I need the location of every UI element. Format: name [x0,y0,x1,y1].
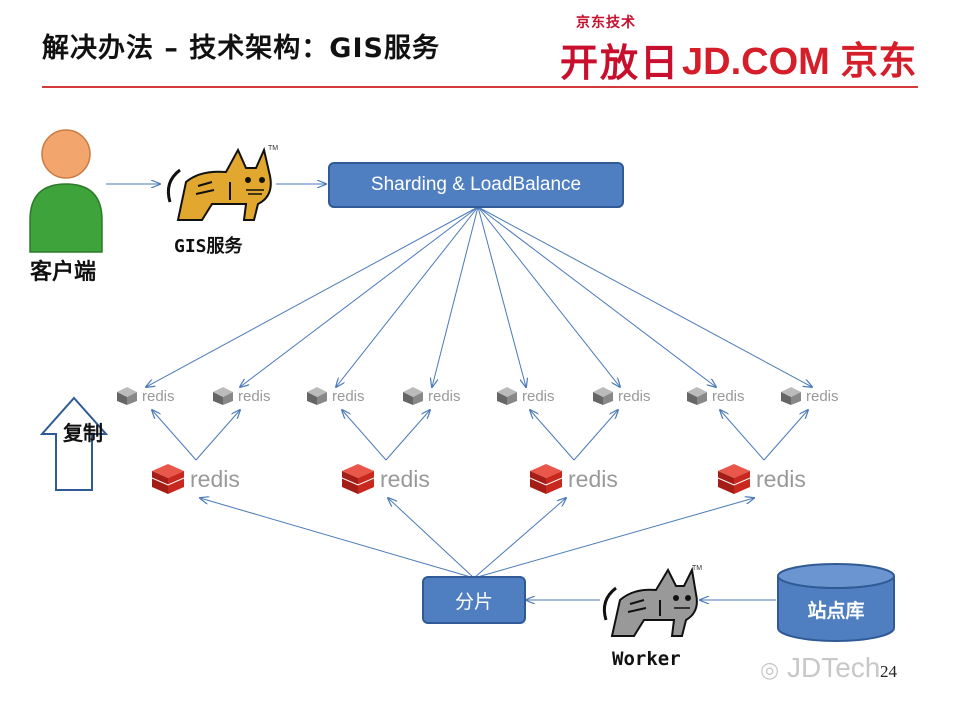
redis-replica-5: redis [496,386,555,406]
worker-tomcat-icon: TM [602,565,702,637]
arrow-lb-to-replica-6 [477,206,620,387]
redis-cube-icon [781,387,801,405]
arrow-shard-to-master-3 [473,498,566,579]
arrow-lb-to-replica-2 [240,206,479,387]
arrow-master4-to-replica-8 [763,410,808,461]
arrow-shard-to-master-2 [388,498,475,579]
redis-cube-icon [403,387,423,405]
arrow-lb-to-replica-7 [477,206,716,387]
redis-cube-icon [497,387,517,405]
client-label: 客户端 [30,260,97,285]
redis-replica-6: redis [592,386,651,406]
site-database-icon [777,563,895,642]
arrow-lb-to-replica-8 [477,206,812,387]
redis-cube-icon [341,464,375,494]
arrow-lb-to-replica-5 [477,206,526,387]
jd-tech-logo-caption: 京东技术 [576,15,636,31]
watermark-text: JDTech [786,652,881,683]
jd-brand-logo: JD.COM 京东 [682,41,917,83]
redis-replica-8: redis [780,386,839,406]
redis-cube-icon [307,387,327,405]
redis-cube-icon [529,464,563,494]
redis-replica-3: redis [306,386,365,406]
client-person-icon [29,129,103,253]
arrow-master4-to-replica-7 [720,410,765,461]
arrow-lb-to-replica-3 [336,206,479,387]
title-divider [42,86,918,88]
redis-replica-7: redis [686,386,745,406]
worker-label: Worker [612,648,681,670]
open-day-logo: 开放日 [560,41,681,85]
redis-cube-icon [593,387,613,405]
arrow-master3-to-replica-6 [573,410,618,461]
wechat-icon: ◎ [760,657,780,682]
redis-replica-1: redis [116,386,175,406]
arrow-lb-to-replica-1 [146,206,479,387]
svg-text:TM: TM [692,565,702,572]
redis-master-2: redis [340,462,430,496]
page-number: 24 [880,662,897,681]
redis-master-3: redis [528,462,618,496]
redis-replica-4: redis [402,386,461,406]
replicate-label: 复制 [63,421,103,445]
site-database-label: 站点库 [807,600,865,622]
jdtech-watermark: ◎ JDTech [760,652,880,684]
arrow-master1-to-replica-2 [195,410,240,461]
arrow-master1-to-replica-1 [152,410,197,461]
svg-text:TM: TM [268,145,278,152]
redis-master-4: redis [716,462,806,496]
redis-cube-icon [213,387,233,405]
redis-replica-2: redis [212,386,271,406]
arrow-shard-to-master-4 [473,498,754,579]
arrow-shard-to-master-1 [200,498,475,579]
redis-cube-icon [717,464,751,494]
arrow-master3-to-replica-5 [530,410,575,461]
redis-cube-icon [687,387,707,405]
arrow-master2-to-replica-3 [342,410,387,461]
sharding-loadbalance-box: Sharding & LoadBalance [328,162,624,208]
arrow-master2-to-replica-4 [385,410,430,461]
sharding-loadbalance-label: Sharding & LoadBalance [370,174,582,195]
gis-label: GIS服务 [174,236,243,257]
redis-cube-icon [151,464,185,494]
shard-box: 分片 [422,576,526,624]
shard-label: 分片 [454,590,493,613]
redis-cube-icon [117,387,137,405]
redis-master-1: redis [150,462,240,496]
replicate-up-arrow-icon [40,396,108,491]
arrow-lb-to-replica-4 [432,206,479,387]
page-title: 解决办法 – 技术架构：GIS服务 [42,33,440,64]
tomcat-icon: TM [166,145,278,221]
